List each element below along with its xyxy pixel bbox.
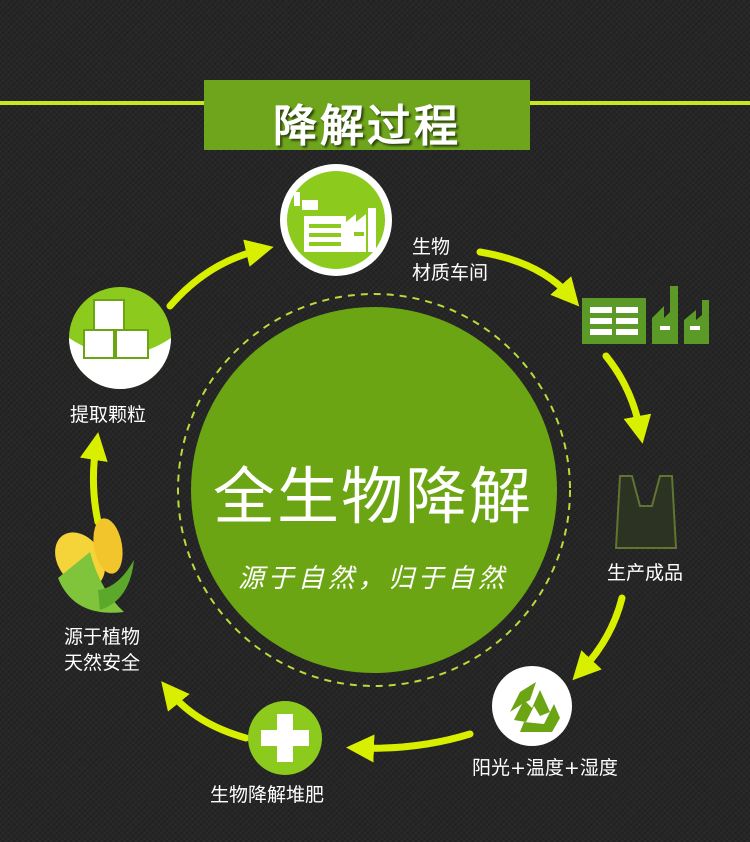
arrow-workshop-to-factory [476,248,580,307]
title-banner: 降解过程 [204,80,530,152]
label-product: 生产成品 [607,562,684,584]
factory-building-icon [582,286,709,344]
conditions-node [492,666,572,746]
label-granule: 提取颗粒 [70,404,147,426]
cubes-icon [83,299,149,359]
center-title: 全生物降解 [212,460,533,533]
arrow-plant-to-granule [79,432,108,526]
compost-node [248,701,322,775]
label-plant-2: 天然安全 [64,652,141,674]
label-conditions: 阳光+温度+湿度 [472,757,618,779]
arrow-factory-to-product [602,352,652,444]
center-slogan: 源于自然，归于自然 [237,564,508,594]
arrow-granule-to-workshop [166,239,274,310]
recycle-icon [510,682,560,732]
arrow-product-to-conditions [572,594,626,681]
arrow-compost-to-plant [161,681,250,742]
workshop-node [280,164,392,276]
granule-node [69,287,171,389]
header-line-left [0,101,205,105]
label-plant-1: 源于植物 [64,626,141,648]
bag-icon [614,475,678,549]
center-circle [191,307,557,673]
center-dashed-ring [177,293,571,687]
page-title: 降解过程 [273,101,461,152]
label-workshop-2: 材质车间 [412,262,489,284]
label-workshop-1: 生物 [412,236,451,258]
plus-icon [261,714,309,762]
corn-icon [55,518,134,613]
arrow-conditions-to-compost [346,730,474,763]
label-compost: 生物降解堆肥 [210,784,325,806]
header-line-right [530,101,750,105]
